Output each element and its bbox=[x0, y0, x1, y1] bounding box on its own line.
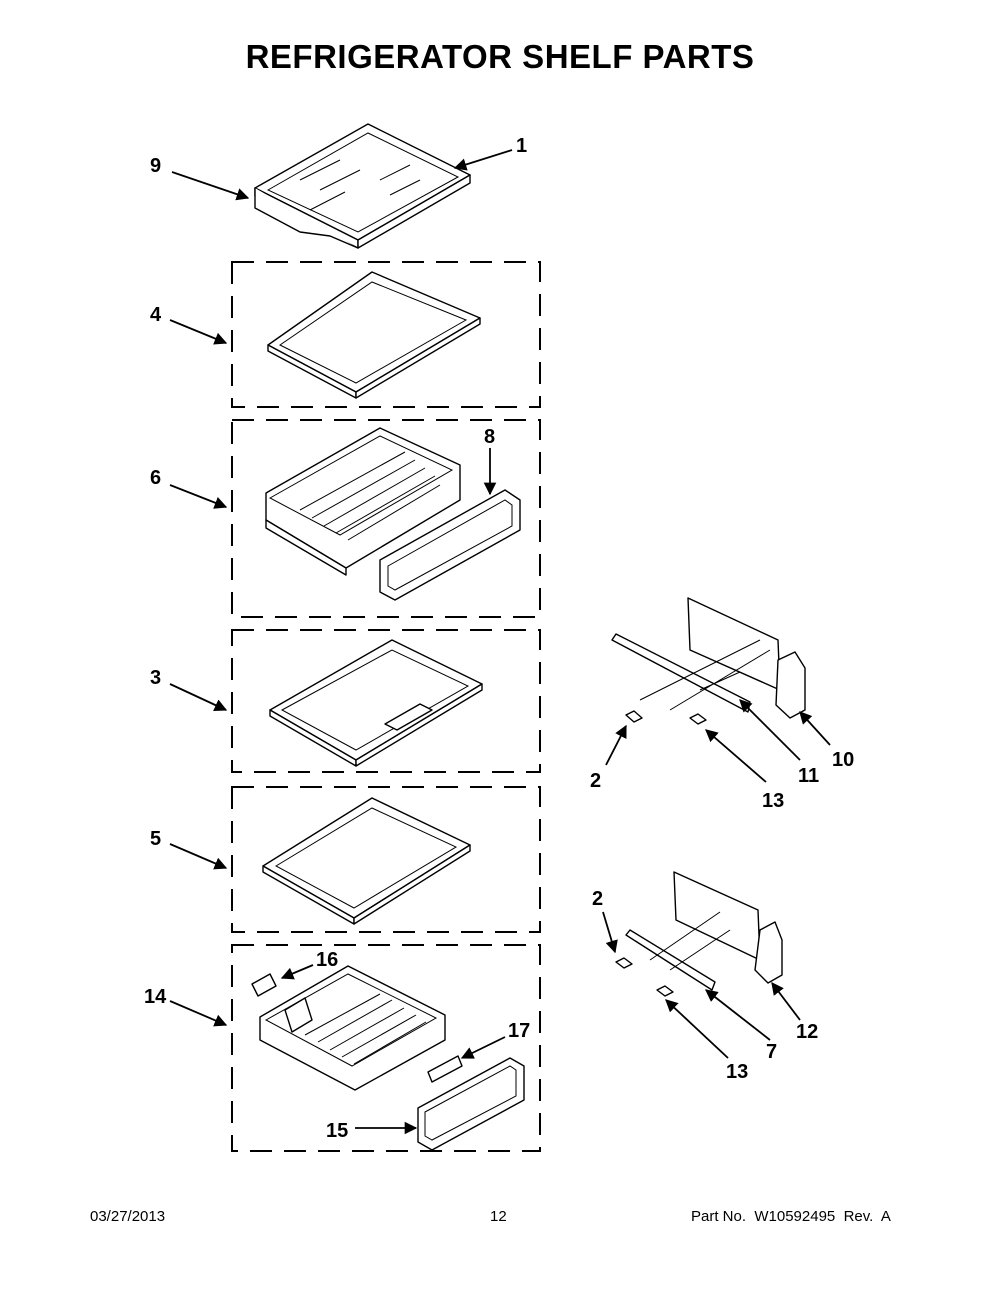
callout-13-lower: 13 bbox=[726, 1061, 748, 1083]
slide-assembly-upper bbox=[611, 597, 806, 725]
footer-part-number: Part No. W10592495 Rev. A bbox=[691, 1208, 891, 1225]
page-title: REFRIGERATOR SHELF PARTS bbox=[245, 38, 755, 75]
callout-13-upper: 13 bbox=[762, 790, 784, 812]
callout-9: 9 bbox=[150, 155, 161, 177]
insert-part-17 bbox=[427, 1055, 463, 1083]
drawer-front-part-8 bbox=[379, 489, 521, 601]
callout-1: 1 bbox=[516, 135, 527, 157]
group-box-5 bbox=[231, 786, 541, 933]
footer-page-number: 12 bbox=[490, 1208, 507, 1225]
glass-shelf-part-4 bbox=[267, 271, 481, 399]
callout-11: 11 bbox=[798, 765, 819, 787]
callout-10: 10 bbox=[832, 749, 854, 771]
callout-16: 16 bbox=[316, 949, 338, 971]
glass-shelf-part-3 bbox=[269, 639, 483, 767]
callout-3: 3 bbox=[150, 667, 161, 689]
callout-7: 7 bbox=[766, 1041, 777, 1063]
group-box-3 bbox=[231, 629, 541, 773]
drawer-front-part-15 bbox=[417, 1057, 525, 1151]
group-box-6 bbox=[231, 419, 541, 618]
callout-15: 15 bbox=[326, 1120, 348, 1142]
callout-8: 8 bbox=[484, 426, 495, 448]
callout-arrows bbox=[169, 149, 831, 1135]
callout-17: 17 bbox=[508, 1020, 530, 1042]
group-box-4 bbox=[231, 261, 541, 408]
callout-6: 6 bbox=[150, 467, 161, 489]
slide-assembly-lower bbox=[615, 871, 783, 997]
glass-shelf-part-1 bbox=[254, 123, 471, 249]
callout-12: 12 bbox=[796, 1021, 818, 1043]
drawer-part-14 bbox=[259, 965, 446, 1091]
callout-5: 5 bbox=[150, 828, 161, 850]
divider-part-16 bbox=[251, 973, 277, 997]
callout-4: 4 bbox=[150, 304, 162, 326]
glass-shelf-part-5 bbox=[262, 797, 471, 925]
crisper-drawer-part-6 bbox=[265, 427, 461, 576]
footer-date: 03/27/2013 bbox=[90, 1208, 166, 1225]
group-box-14 bbox=[231, 944, 541, 1152]
callout-2-lower: 2 bbox=[592, 888, 603, 910]
callout-2-upper: 2 bbox=[590, 770, 601, 792]
callout-14: 14 bbox=[144, 986, 167, 1008]
